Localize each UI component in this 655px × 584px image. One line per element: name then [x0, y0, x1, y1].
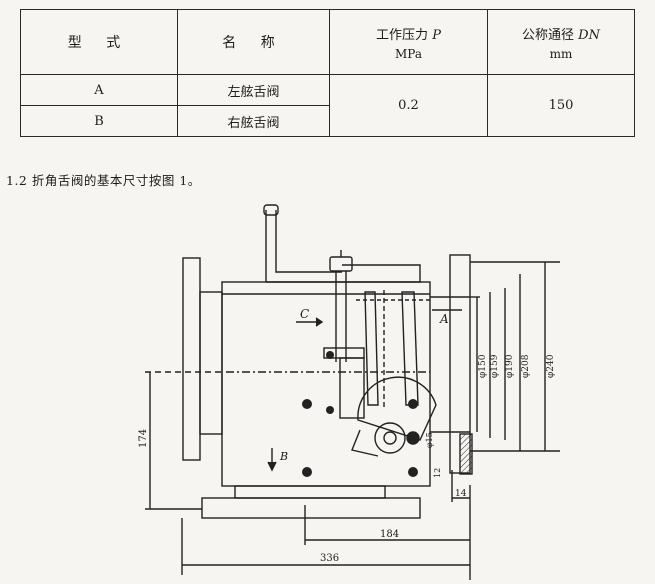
tongue-left: [364, 291, 379, 406]
valve-drawing: C A B 174 184 336 14 12 φ150 φ159 φ190 φ…: [138, 204, 560, 580]
dia-240-label: φ240: [546, 354, 556, 378]
bolt: [326, 406, 334, 414]
header-name-label: 名 称: [222, 35, 285, 51]
dia-159-label: φ159: [490, 354, 500, 378]
bolt: [302, 399, 312, 409]
dim-336-label: 336: [320, 553, 339, 564]
bottom-flange: [201, 497, 421, 519]
cell-type: A: [20, 74, 178, 106]
left-flange-hub: [199, 291, 223, 435]
dia-190-label: φ190: [505, 354, 515, 378]
cell-dn: 150: [487, 74, 635, 137]
header-type-label: 型 式: [67, 35, 131, 51]
table-row: A 左舷舌阀 0.2 150: [20, 74, 635, 137]
header-pressure-symbol: P: [432, 27, 441, 43]
header-dn-symbol: DN: [578, 27, 600, 43]
cell-type: B: [20, 105, 178, 137]
view-label-b: B: [279, 450, 288, 463]
header-name: 名 称: [177, 9, 330, 75]
header-type: 型 式: [20, 9, 178, 75]
view-label-a: A: [439, 312, 449, 326]
header-pressure: 工作压力 P MPa: [329, 9, 488, 75]
header-pressure-unit: MPa: [395, 46, 422, 61]
dim-174-label: 174: [138, 429, 149, 448]
valve-body: [221, 281, 431, 487]
bolt-group: [302, 351, 418, 477]
left-flange: [182, 257, 201, 461]
table-header-row: 型 式 名 称 工作压力 P MPa 公称通径 DN mm: [20, 9, 635, 75]
dim-14-label: 14: [455, 489, 467, 499]
dim-184-label: 184: [380, 529, 399, 540]
spec-table: 型 式 名 称 工作压力 P MPa 公称通径 DN mm A 左舷舌阀 0.2…: [20, 9, 635, 137]
dia-15-label: φ15: [425, 432, 434, 448]
section-caption: 1.2 折角舌阀的基本尺寸按图 1。: [6, 173, 201, 188]
pivot-boss: [374, 422, 406, 454]
top-nut: [329, 256, 353, 272]
dim-12-label: 12: [433, 468, 442, 478]
cell-pressure: 0.2: [329, 74, 488, 137]
header-pressure-label: 工作压力: [376, 27, 429, 43]
header-dn-label: 公称通径: [522, 27, 575, 43]
cell-name: 右舷舌阀: [177, 105, 330, 137]
table-row: B 右舷舌阀: [20, 105, 635, 137]
dia-208-label: φ208: [521, 354, 531, 378]
tongue-right: [401, 291, 419, 406]
stem-block: [339, 357, 365, 419]
dia-150-label: φ150: [478, 354, 488, 378]
top-bar: [342, 264, 421, 283]
cell-name: 左舷舌阀: [177, 74, 330, 106]
bolt: [408, 467, 418, 477]
bolt: [326, 351, 334, 359]
bottom-base: [234, 485, 386, 499]
quadrant: [357, 376, 437, 441]
header-dn-unit: mm: [549, 46, 573, 61]
view-label-c: C: [300, 307, 309, 321]
bolt: [408, 399, 418, 409]
bolt: [302, 467, 312, 477]
header-dn: 公称通径 DN mm: [487, 9, 635, 75]
handle-pipe: [265, 210, 342, 283]
